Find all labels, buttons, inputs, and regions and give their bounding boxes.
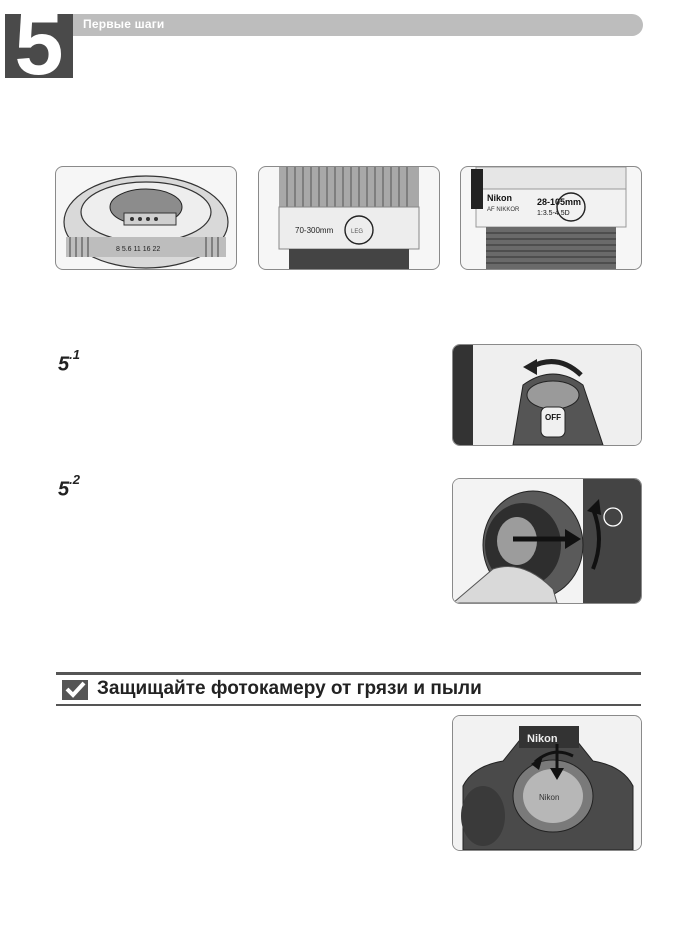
down-arrow-icon	[550, 768, 564, 780]
warning-title: Защищайте фотокамеру от грязи и пыли	[97, 678, 482, 699]
push-arrow-icon	[565, 529, 581, 549]
off-label: OFF	[545, 413, 561, 422]
nikon-brand-text: Nikon	[487, 193, 512, 203]
svg-text:Nikon: Nikon	[539, 793, 559, 802]
body-cap-image: Nikon Nikon	[452, 715, 642, 851]
lens-nikkor-image: Nikon AF NIKKOR 28-105mm 1:3.5-4.5D	[460, 166, 642, 270]
svg-text:1:3.5-4.5D: 1:3.5-4.5D	[537, 210, 570, 217]
rotate-arrow-icon	[523, 359, 537, 375]
warning-top-rule	[56, 672, 641, 675]
svg-text:28-105mm: 28-105mm	[537, 197, 581, 207]
step-marker-5-2: 5.2	[58, 472, 80, 502]
svg-text:LEG: LEG	[351, 229, 363, 235]
body-cap-drawing: Nikon Nikon	[453, 716, 641, 850]
checkmark-icon	[62, 680, 88, 700]
lens-70-300-image: 70-300mm LEG	[258, 166, 440, 270]
step-sub: .1	[69, 347, 80, 362]
step-marker-5-1: 5.1	[58, 347, 80, 377]
step-number: 5	[58, 353, 70, 376]
chapter-number-box: 5	[5, 14, 73, 78]
svg-text:AF NIKKOR: AF NIKKOR	[487, 207, 520, 213]
lens-70-300-drawing: 70-300mm LEG	[278, 167, 420, 269]
step-sub: .2	[69, 472, 80, 487]
lens-attach-drawing	[453, 479, 641, 603]
section-title: Первые шаги	[83, 17, 165, 31]
rotate-arrow-icon	[531, 756, 543, 770]
chapter-number: 5	[14, 14, 64, 78]
lens-focal-label: 70-300mm	[295, 226, 334, 235]
warning-bottom-rule	[56, 704, 641, 706]
power-switch-drawing: OFF	[453, 345, 641, 445]
lens-mount-drawing: 8 5.6 11 16 22	[63, 175, 229, 269]
lens-attach-image	[452, 478, 642, 604]
camera-brand-text: Nikon	[527, 733, 558, 745]
section-header-bar: Первые шаги	[73, 14, 643, 36]
power-switch-image: OFF	[452, 344, 642, 446]
aperture-scale-labels: 8 5.6 11 16 22	[116, 246, 160, 253]
lens-mount-image: 8 5.6 11 16 22	[55, 166, 237, 270]
step-number: 5	[58, 478, 70, 501]
lens-nikkor-drawing: Nikon AF NIKKOR 28-105mm 1:3.5-4.5D	[471, 167, 627, 269]
twist-arrow-icon	[587, 499, 601, 515]
